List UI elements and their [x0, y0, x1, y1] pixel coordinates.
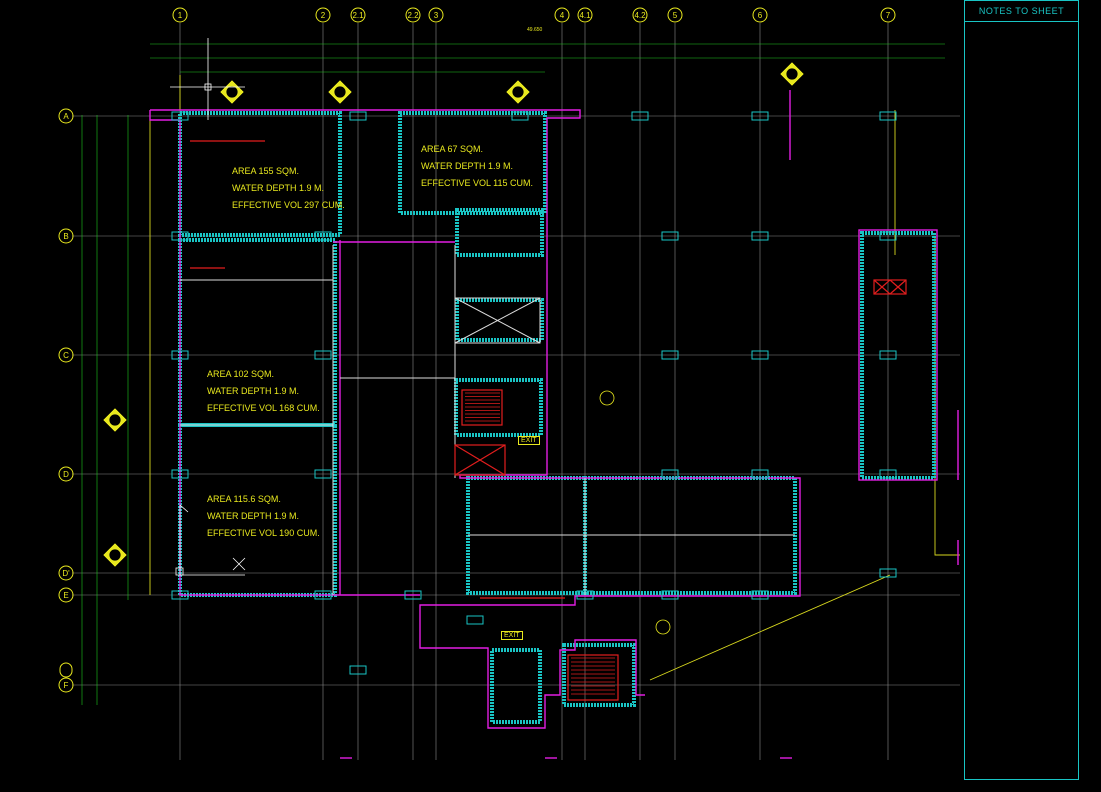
tank-volume: EFFECTIVE VOL 190 CUM.: [207, 528, 320, 538]
exit-sign: EXIT: [518, 436, 540, 445]
grid-bubble-extra: [59, 662, 73, 678]
tank-depth: WATER DEPTH 1.9 M.: [207, 386, 300, 396]
structural-column: [314, 590, 332, 600]
structural-column: [879, 568, 897, 578]
structural-column: [661, 469, 679, 479]
grid-bubble-row: [58, 587, 74, 603]
grid-label-col: 4.1: [579, 11, 591, 20]
grid-bubble-col: [172, 7, 188, 23]
structural-column: [404, 590, 422, 600]
grid-bubble-col: [632, 7, 648, 23]
grid-label-row: A: [63, 112, 69, 121]
structural-column: [751, 111, 769, 121]
grid-bubble-row: [58, 108, 74, 124]
tank-depth: WATER DEPTH 1.9 M.: [232, 183, 325, 193]
grid-label-row: D': [62, 569, 70, 578]
structural-column: [314, 231, 332, 241]
grid-label-col: 4: [560, 11, 565, 20]
structural-column: [879, 469, 897, 479]
tank-volume: EFFECTIVE VOL 115 CUM.: [421, 178, 534, 188]
structural-column: [661, 231, 679, 241]
tank-label-4: AREA 115.6 SQM. WATER DEPTH 1.9 M. EFFEC…: [207, 491, 320, 542]
structural-column: [314, 350, 332, 360]
structural-column: [751, 469, 769, 479]
structural-column: [576, 590, 594, 600]
tank-label-2: AREA 67 SQM. WATER DEPTH 1.9 M. EFFECTIV…: [421, 141, 533, 192]
grid-bubble-col: [752, 7, 768, 23]
grid-label-row: E: [63, 591, 68, 600]
grid-label-row: B: [63, 232, 68, 241]
structural-column: [511, 111, 529, 121]
structural-column: [349, 665, 367, 675]
grid-bubble-row: [58, 677, 74, 693]
tank-area: AREA 115.6 SQM.: [207, 494, 281, 504]
grid-bubble-col: [315, 7, 331, 23]
grid-bubble-col: [428, 7, 444, 23]
grid-bubble-row: [58, 228, 74, 244]
grid-label-col: 1: [178, 11, 183, 20]
grid-bubble-col: [350, 7, 366, 23]
grid-label-col: 4.2: [634, 11, 646, 20]
grid-label-col: 2.2: [407, 11, 419, 20]
grid-label-col: 2: [321, 11, 326, 20]
notes-panel: NOTES TO SHEET: [964, 0, 1079, 780]
notes-title: NOTES TO SHEET: [965, 1, 1078, 22]
grid-bubble-col: [577, 7, 593, 23]
structural-column: [171, 469, 189, 479]
structural-column: [751, 590, 769, 600]
grid-label-col: 5: [673, 11, 678, 20]
structural-column: [751, 350, 769, 360]
overall-dimension: 49.650: [527, 27, 543, 33]
structural-column: [171, 350, 189, 360]
structural-column: [171, 111, 189, 121]
tank-area: AREA 155 SQM.: [232, 166, 300, 176]
structural-column: [879, 231, 897, 241]
grid-bubble-row: [58, 466, 74, 482]
structural-column: [751, 231, 769, 241]
tank-depth: WATER DEPTH 1.9 M.: [421, 161, 514, 171]
structural-column: [466, 615, 484, 625]
grid-label-row: C: [63, 351, 69, 360]
grid-label-row: F: [64, 681, 69, 690]
structural-column: [314, 469, 332, 479]
structural-column: [631, 111, 649, 121]
grid-bubble-col: [554, 7, 570, 23]
grid-label-col: 2.1: [352, 11, 364, 20]
structural-column: [879, 350, 897, 360]
structural-column: [661, 590, 679, 600]
tank-depth: WATER DEPTH 1.9 M.: [207, 511, 300, 521]
grid-bubble-col: [667, 7, 683, 23]
tank-area: AREA 102 SQM.: [207, 369, 275, 379]
tank-label-3: AREA 102 SQM. WATER DEPTH 1.9 M. EFFECTI…: [207, 366, 320, 417]
grid-label-col: 3: [434, 11, 439, 20]
tank-volume: EFFECTIVE VOL 297 CUM.: [232, 200, 345, 210]
grid-label-col: 7: [886, 11, 891, 20]
structural-column: [171, 231, 189, 241]
grid-label-row: D: [63, 470, 69, 479]
exit-sign: EXIT: [501, 631, 523, 640]
tank-volume: EFFECTIVE VOL 168 CUM.: [207, 403, 320, 413]
structural-column: [171, 590, 189, 600]
structural-column: [879, 111, 897, 121]
tank-area: AREA 67 SQM.: [421, 144, 484, 154]
grid-label-col: 6: [758, 11, 763, 20]
grid-bubble-row: [58, 347, 74, 363]
grid-bubble-col: [405, 7, 421, 23]
structural-column: [349, 111, 367, 121]
grid-bubble-row: [58, 565, 74, 581]
grid-bubble-col: [880, 7, 896, 23]
structural-column: [661, 350, 679, 360]
tank-label-1: AREA 155 SQM. WATER DEPTH 1.9 M. EFFECTI…: [232, 163, 345, 214]
